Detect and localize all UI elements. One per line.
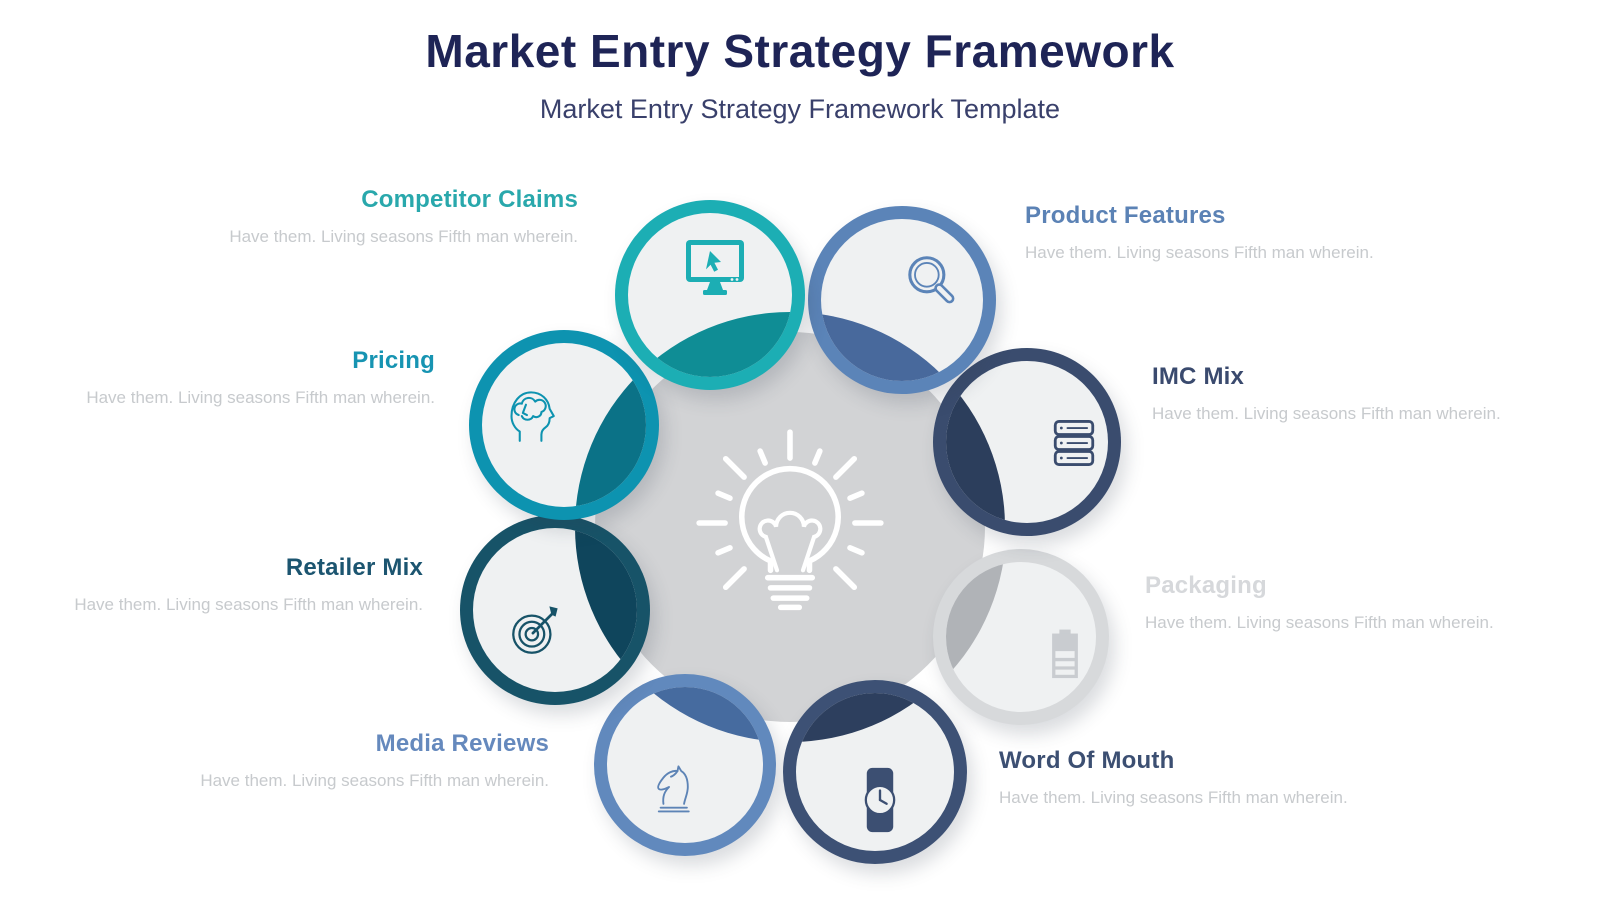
item-description: Have them. Living seasons Fifth man wher… <box>86 388 435 407</box>
hub-overlap <box>575 343 646 507</box>
node-competitor-claims <box>615 200 805 390</box>
label-competitor-claims: Competitor Claims Have them. Living seas… <box>158 186 578 247</box>
head-brain-icon <box>495 381 561 447</box>
item-title: Media Reviews <box>375 730 549 757</box>
page-title: Market Entry Strategy Framework <box>425 25 1175 77</box>
hub-overlap <box>575 528 637 692</box>
wristwatch-icon <box>863 766 897 834</box>
page-subtitle: Market Entry Strategy Framework Template <box>539 94 1061 124</box>
item-title: Pricing <box>352 347 435 374</box>
computer-cursor-icon <box>683 234 747 298</box>
node-media-reviews <box>594 674 776 856</box>
hub-overlap <box>607 687 763 742</box>
label-pricing: Pricing Have them. Living seasons Fifth … <box>15 347 435 408</box>
hub-overlap <box>821 312 983 381</box>
label-media-reviews: Media Reviews Have them. Living seasons … <box>129 730 549 791</box>
node-inner <box>946 361 1108 523</box>
item-description: Have them. Living seasons Fifth man wher… <box>1145 613 1494 632</box>
node-inner <box>821 219 983 381</box>
chess-knight-icon <box>640 757 700 817</box>
item-description: Have them. Living seasons Fifth man wher… <box>200 771 549 790</box>
item-description: Have them. Living seasons Fifth man wher… <box>999 788 1348 807</box>
server-stack-icon <box>1044 413 1104 473</box>
item-description: Have them. Living seasons Fifth man wher… <box>229 227 578 246</box>
node-inner <box>796 693 954 851</box>
hub-overlap <box>946 562 1006 712</box>
item-title: Competitor Claims <box>361 186 578 213</box>
item-title: Retailer Mix <box>285 554 423 581</box>
item-title: IMC Mix <box>1152 363 1245 390</box>
magnifier-icon <box>899 249 965 315</box>
hub-overlap <box>628 312 792 377</box>
central-hub-circle <box>595 332 985 722</box>
hub-overlap <box>796 693 954 742</box>
node-product-features <box>808 206 996 394</box>
label-imc-mix: IMC Mix Have them. Living seasons Fifth … <box>1152 363 1572 424</box>
node-inner <box>473 528 637 692</box>
item-description: Have them. Living seasons Fifth man wher… <box>74 595 423 614</box>
item-description: Have them. Living seasons Fifth man wher… <box>1025 243 1374 262</box>
node-inner <box>628 213 792 377</box>
battery-icon <box>1035 623 1095 683</box>
node-inner <box>607 687 763 843</box>
node-retailer-mix <box>460 515 650 705</box>
item-title: Packaging <box>1145 572 1267 599</box>
item-description: Have them. Living seasons Fifth man wher… <box>1152 404 1501 423</box>
label-packaging: Packaging Have them. Living seasons Fift… <box>1145 572 1565 633</box>
item-title: Product Features <box>1025 202 1226 229</box>
target-arrow-icon <box>504 596 570 662</box>
node-imc-mix <box>933 348 1121 536</box>
node-pricing <box>469 330 659 520</box>
node-inner <box>482 343 646 507</box>
label-product-features: Product Features Have them. Living seaso… <box>1025 202 1445 263</box>
label-word-of-mouth: Word Of Mouth Have them. Living seasons … <box>999 747 1419 808</box>
node-word-of-mouth <box>783 680 967 864</box>
item-title: Word Of Mouth <box>999 747 1175 774</box>
node-inner <box>946 562 1096 712</box>
label-retailer-mix: Retailer Mix Have them. Living seasons F… <box>3 554 423 615</box>
node-packaging <box>933 549 1109 725</box>
lightbulb-icon <box>688 421 892 639</box>
hub-overlap <box>946 361 1005 523</box>
